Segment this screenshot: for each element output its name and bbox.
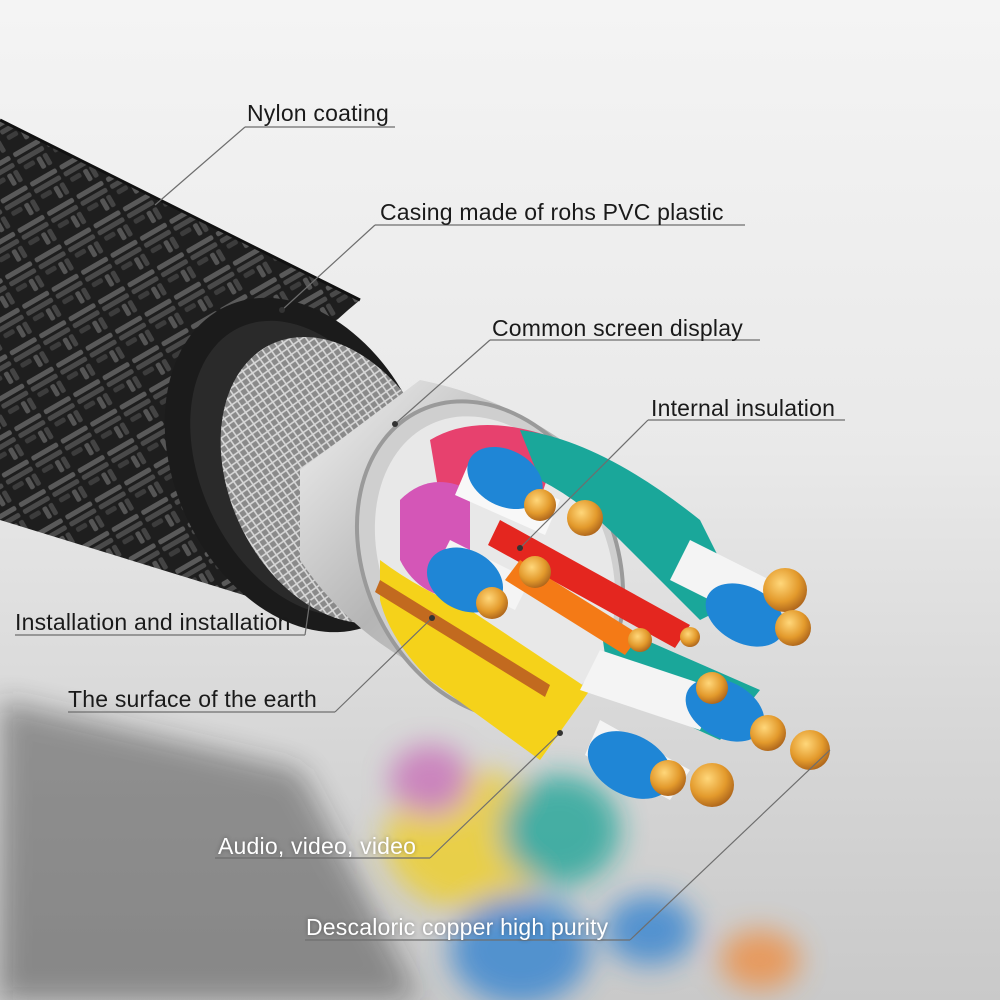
copper-conductors: [476, 489, 830, 807]
label-copper: Descaloric copper high purity: [306, 914, 609, 940]
leader-dots: [279, 307, 563, 736]
label-internal-insulation: Internal insulation: [651, 395, 836, 421]
label-installation: Installation and installation: [15, 609, 291, 635]
leader-lines: [15, 126, 845, 941]
label-nylon-coating: Nylon coating: [247, 100, 389, 126]
label-common-screen: Common screen display: [492, 315, 743, 341]
label-casing: Casing made of rohs PVC plastic: [380, 199, 724, 225]
reflection: [0, 700, 800, 1000]
label-audio-video: Audio, video, video: [218, 833, 417, 859]
label-earth-surface: The surface of the earth: [68, 686, 317, 712]
